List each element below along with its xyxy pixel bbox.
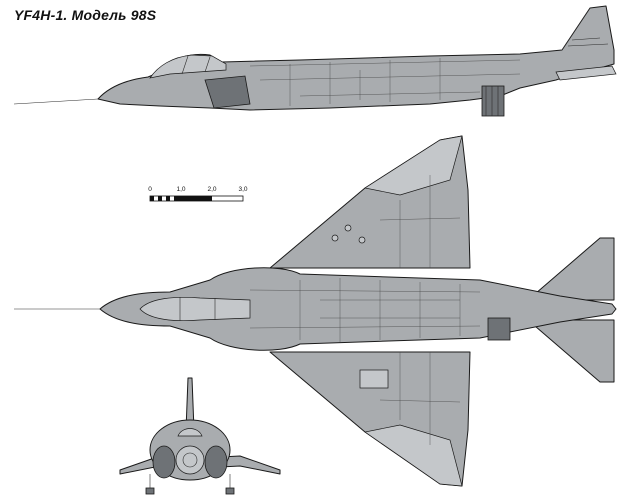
front-radome [175, 445, 205, 475]
side-pitot-probe [13, 98, 99, 105]
top-nozzle [487, 317, 511, 341]
scale-label-1: 1,0 [176, 186, 185, 193]
side-canopy [149, 54, 227, 79]
top-fuselage [99, 267, 617, 351]
scale-label-0: 0 [148, 186, 152, 193]
front-left-intake [152, 445, 176, 479]
top-lower-stabilator [527, 319, 615, 383]
scale-label-3: 3,0 [238, 186, 247, 193]
front-view [119, 377, 281, 495]
side-nozzle [481, 85, 505, 117]
side-fuselage [97, 5, 615, 111]
side-intake [204, 75, 251, 109]
front-right-intake [204, 445, 228, 479]
top-canopy [139, 296, 251, 322]
side-view [13, 5, 617, 117]
side-stabilator [555, 65, 617, 81]
top-view [14, 135, 617, 487]
scale-label-2: 2,0 [207, 186, 216, 193]
front-canopy [177, 428, 203, 437]
top-upper-stabilator [527, 237, 615, 301]
drawing-title: YF4H-1. Модель 98S [14, 7, 157, 23]
scale-bar: 0 1,0 2,0 3,0 [148, 186, 248, 202]
